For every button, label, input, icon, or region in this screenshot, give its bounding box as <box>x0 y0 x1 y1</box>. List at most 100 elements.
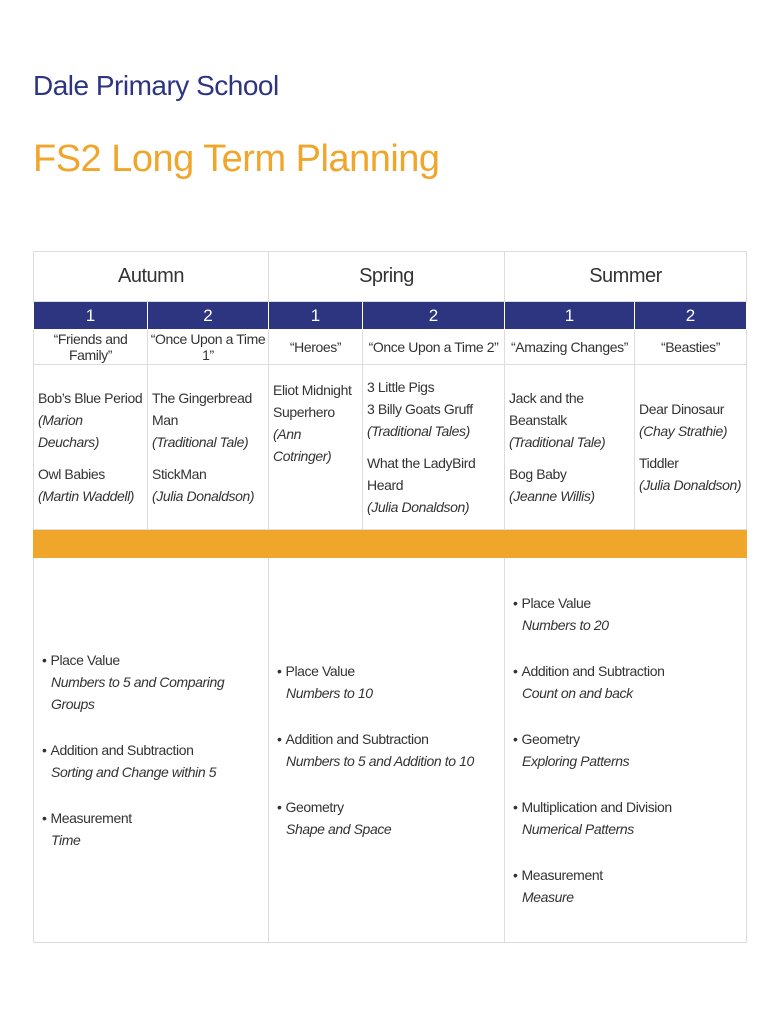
term-header-row: Autumn Spring Summer <box>33 251 748 302</box>
book-title: 3 Billy Goats Gruff <box>367 401 473 417</box>
topic-title: “Once Upon a Time 2” <box>362 329 505 365</box>
maths-item-heading: Addition and Subtraction <box>513 660 746 682</box>
maths-item-detail: Numbers to 20 <box>522 617 609 633</box>
orange-divider-band <box>32 529 748 558</box>
book-entry: Eliot Midnight Superhero (Ann Cotringer) <box>273 379 358 467</box>
book-author: (Julia Donaldson) <box>367 499 470 515</box>
maths-item-heading: Geometry <box>513 728 746 750</box>
book-entry: StickMan (Julia Donaldson) <box>152 463 264 507</box>
maths-item: Place Value Numbers to 5 and Comparing G… <box>42 649 268 715</box>
maths-item-heading: Place Value <box>42 649 268 671</box>
books-cell: 3 Little Pigs 3 Billy Goats Gruff (Tradi… <box>362 364 505 530</box>
book-title: Jack and the Beanstalk <box>509 390 584 428</box>
book-entry: The Gingerbread Man (Traditional Tale) <box>152 387 264 453</box>
book-author: (Traditional Tale) <box>509 434 606 450</box>
book-author: (Jeanne Willis) <box>509 488 595 504</box>
book-entry: Tiddler (Julia Donaldson) <box>639 452 742 496</box>
book-title: Bob’s Blue Period <box>38 390 143 406</box>
half-term-number: 2 <box>362 301 505 330</box>
topic-title: “Friends and Family” <box>33 329 148 365</box>
book-entry: 3 Little Pigs 3 Billy Goats Gruff (Tradi… <box>367 376 500 442</box>
maths-item-heading: Measurement <box>42 807 268 829</box>
book-entry: What the LadyBird Heard (Julia Donaldson… <box>367 452 500 518</box>
maths-item: Measurement Measure <box>513 864 746 908</box>
maths-item: Addition and Subtraction Count on and ba… <box>513 660 746 704</box>
book-title: Tiddler <box>639 455 679 471</box>
book-author: (Julia Donaldson) <box>639 477 742 493</box>
planning-table: Autumn Spring Summer 1 2 1 2 1 2 “Friend… <box>32 251 748 943</box>
school-name: Dale Primary School <box>33 70 279 101</box>
book-title: Eliot Midnight Superhero <box>273 382 352 420</box>
book-entry: Jack and the Beanstalk (Traditional Tale… <box>509 387 630 453</box>
book-title: Bog Baby <box>509 466 567 482</box>
maths-item-detail: Sorting and Change within 5 <box>51 764 217 780</box>
half-term-number: 1 <box>33 301 148 330</box>
maths-row: Place Value Numbers to 5 and Comparing G… <box>33 557 748 943</box>
book-title: The Gingerbread Man <box>152 390 252 428</box>
maths-item-detail: Time <box>51 832 81 848</box>
divider-band-cell <box>32 529 748 558</box>
maths-item-detail: Numerical Patterns <box>522 821 634 837</box>
maths-item: Measurement Time <box>42 807 268 851</box>
books-cell: Jack and the Beanstalk (Traditional Tale… <box>504 364 635 530</box>
maths-item-detail: Shape and Space <box>286 821 392 837</box>
maths-item: Place Value Numbers to 10 <box>277 660 504 704</box>
maths-autumn-cell: Place Value Numbers to 5 and Comparing G… <box>33 557 269 943</box>
maths-item-heading: Multiplication and Division <box>513 796 746 818</box>
topic-title: “Amazing Changes” <box>504 329 635 365</box>
book-entry: Dear Dinosaur (Chay Strathie) <box>639 398 742 442</box>
maths-item-detail: Count on and back <box>522 685 633 701</box>
book-author: (Marion Deuchars) <box>38 412 99 450</box>
maths-item-detail: Numbers to 10 <box>286 685 373 701</box>
maths-item: Addition and Subtraction Numbers to 5 an… <box>277 728 504 772</box>
book-title: StickMan <box>152 466 207 482</box>
books-cell: Dear Dinosaur (Chay Strathie) Tiddler (J… <box>633 364 748 530</box>
maths-spring-cell: Place Value Numbers to 10 Addition and S… <box>268 557 505 943</box>
book-author: (Martin Waddell) <box>38 488 135 504</box>
half-term-number: 1 <box>268 301 363 330</box>
maths-item: Addition and Subtraction Sorting and Cha… <box>42 739 268 783</box>
books-cell: Eliot Midnight Superhero (Ann Cotringer) <box>268 364 363 530</box>
maths-item-heading: Addition and Subtraction <box>277 728 504 750</box>
book-author: (Julia Donaldson) <box>152 488 255 504</box>
maths-item-heading: Measurement <box>513 864 746 886</box>
topic-row: “Friends and Family” “Once Upon a Time 1… <box>33 329 748 365</box>
term-autumn: Autumn <box>33 251 269 302</box>
book-title: Dear Dinosaur <box>639 401 725 417</box>
maths-item: Place Value Numbers to 20 <box>513 592 746 636</box>
topic-title: “Heroes” <box>268 329 363 365</box>
term-summer: Summer <box>503 251 748 302</box>
maths-item-heading: Geometry <box>277 796 504 818</box>
maths-item-heading: Addition and Subtraction <box>42 739 268 761</box>
maths-item-heading: Place Value <box>513 592 746 614</box>
book-author: (Traditional Tales) <box>367 423 470 439</box>
books-row: Bob’s Blue Period (Marion Deuchars) Owl … <box>33 364 748 530</box>
half-term-row: 1 2 1 2 1 2 <box>33 301 748 330</box>
topic-title: “Beasties” <box>633 329 748 365</box>
maths-item-heading: Place Value <box>277 660 504 682</box>
maths-item-detail: Measure <box>522 889 574 905</box>
maths-item: Multiplication and Division Numerical Pa… <box>513 796 746 840</box>
book-author: (Ann Cotringer) <box>273 426 332 464</box>
book-entry: Bob’s Blue Period (Marion Deuchars) <box>38 387 143 453</box>
maths-item: Geometry Shape and Space <box>277 796 504 840</box>
maths-item: Geometry Exploring Patterns <box>513 728 746 772</box>
book-author: (Traditional Tale) <box>152 434 249 450</box>
half-term-number: 2 <box>147 301 269 330</box>
maths-item-detail: Numbers to 5 and Addition to 10 <box>286 753 474 769</box>
document-title: FS2 Long Term Planning <box>33 138 440 180</box>
book-author: (Chay Strathie) <box>639 423 728 439</box>
book-entry: Bog Baby (Jeanne Willis) <box>509 463 630 507</box>
books-cell: The Gingerbread Man (Traditional Tale) S… <box>147 364 269 530</box>
books-cell: Bob’s Blue Period (Marion Deuchars) Owl … <box>33 364 148 530</box>
term-spring: Spring <box>268 251 505 302</box>
book-title: Owl Babies <box>38 466 105 482</box>
maths-summer-cell: Place Value Numbers to 20 Addition and S… <box>503 557 748 943</box>
book-title: What the LadyBird Heard <box>367 455 476 493</box>
book-title: 3 Little Pigs <box>367 379 435 395</box>
maths-item-detail: Numbers to 5 and Comparing Groups <box>51 674 225 712</box>
half-term-number: 1 <box>504 301 635 330</box>
maths-item-detail: Exploring Patterns <box>522 753 630 769</box>
half-term-number: 2 <box>633 301 748 330</box>
topic-title: “Once Upon a Time 1” <box>147 329 269 365</box>
